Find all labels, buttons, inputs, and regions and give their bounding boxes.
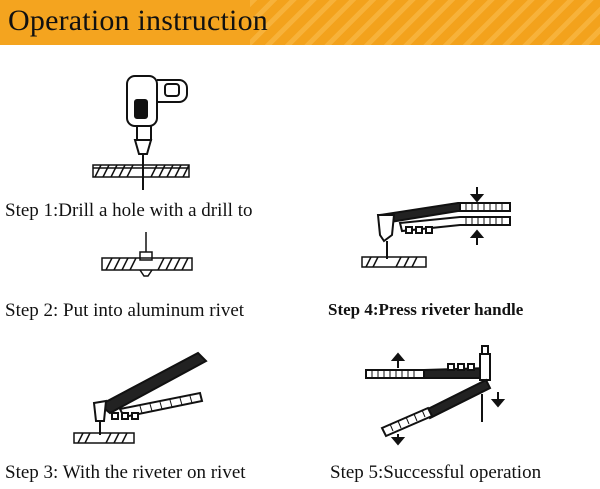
- header-banner: Operation instruction: [0, 0, 600, 45]
- riveter-open-icon: [365, 345, 506, 446]
- header-title-band: [0, 0, 250, 45]
- rivet-in-plate-icon: [101, 232, 193, 277]
- step-1-label: Step 1:Drill a hole with a drill to: [5, 200, 253, 221]
- step-2-label: Step 2: Put into aluminum rivet: [5, 300, 245, 321]
- riveter-press-icon: [361, 187, 511, 268]
- page-title: Operation instruction: [8, 4, 268, 37]
- step-5-label: Step 5:Successful operation: [330, 462, 542, 483]
- drill-icon: [92, 75, 190, 190]
- step-4-label: Step 4:Press riveter handle: [328, 300, 524, 319]
- riveter-on-rivet-icon: [73, 351, 208, 444]
- step-3-label: Step 3: With the riveter on rivet: [5, 462, 246, 483]
